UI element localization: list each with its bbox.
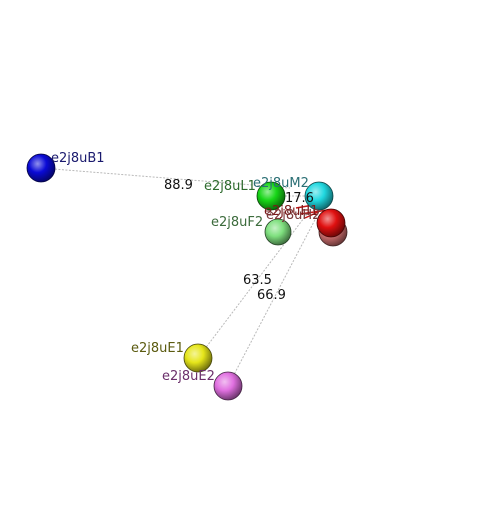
distance-line-e2-m2 bbox=[227, 213, 319, 387]
distance-label-b1-m2: 88.9 bbox=[164, 178, 193, 193]
atom-sphere-e2j8uE1[interactable] bbox=[183, 343, 213, 373]
atom-sphere-e2j8uH1[interactable] bbox=[316, 208, 346, 238]
atom-sphere-e2j8uF2[interactable] bbox=[264, 218, 292, 246]
atom-label-e2j8uL1: e2j8uL1 bbox=[204, 179, 256, 194]
atom-label-e2j8uM2: e2j8uM2 bbox=[253, 176, 309, 191]
distance-label-e1-m2: 63.5 bbox=[243, 273, 272, 288]
distance-label-e2-m2: 66.9 bbox=[257, 288, 286, 303]
atom-sphere-e2j8uM2[interactable] bbox=[304, 181, 334, 211]
atom-sphere-e2j8uB1[interactable] bbox=[26, 153, 56, 183]
atom-label-e2j8uH1: e2j8uH1 bbox=[264, 204, 318, 219]
atom-label-e2j8uB1: e2j8uB1 bbox=[51, 151, 105, 166]
bond-stick-2 bbox=[304, 211, 319, 219]
atom-labels: e2j8uB1e2j8uL1e2j8uM2e2j8uF2e2j8uH1e2j8u… bbox=[51, 151, 320, 384]
distance-line-e1-m2 bbox=[197, 209, 311, 359]
atom-label-e2j8uE2: e2j8uE2 bbox=[162, 369, 215, 384]
atom-label-e2j8uE1: e2j8uE1 bbox=[131, 341, 184, 356]
atom-label-e2j8uF2: e2j8uF2 bbox=[211, 215, 263, 230]
atom-spheres bbox=[26, 153, 348, 401]
distance-label-l1-m2: 17.6 bbox=[285, 191, 314, 206]
distance-labels: 88.9 17.6 63.566.9 bbox=[164, 178, 314, 303]
distance-line-b1-m2 bbox=[40, 167, 291, 189]
atom-sphere-e2j8uL1[interactable] bbox=[256, 181, 286, 211]
atom-label-e2j8uH2: e2j8uH2 bbox=[266, 208, 320, 223]
atom-sphere-e2j8uE2[interactable] bbox=[213, 371, 243, 401]
bond-stick-1 bbox=[299, 209, 329, 215]
